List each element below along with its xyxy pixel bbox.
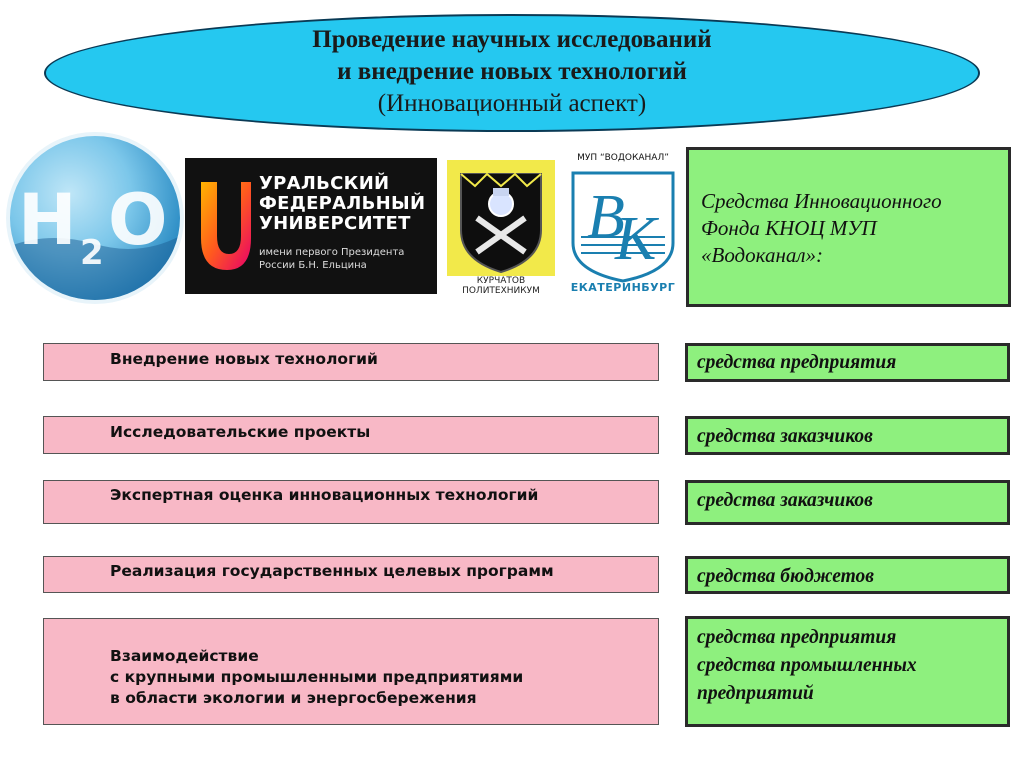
vodokanal-b-letter: B xyxy=(587,183,625,251)
activity-box: Взаимодействие с крупными промышленными … xyxy=(43,618,659,725)
h2o-o-letter: O xyxy=(108,179,168,261)
h2o-icon: H 2 O xyxy=(10,179,180,300)
h2o-2-digit: 2 xyxy=(80,233,104,273)
title-line-2: и внедрение новых технологий xyxy=(337,58,687,85)
funding-label-line: средства промышленных xyxy=(697,655,917,676)
urfu-sub-line-1: имени первого Президента xyxy=(259,247,405,258)
activity-label-line: с крупными промышленными предприятиями xyxy=(110,668,524,686)
activity-label: Экспертная оценка инновационных технолог… xyxy=(110,486,539,504)
funding-label: средства предприятия xyxy=(697,352,897,373)
funding-box: средства заказчиков xyxy=(685,480,1010,525)
fund-line-1: Средства Инновационного xyxy=(701,189,942,213)
vodokanal-k-letter: K xyxy=(614,205,660,273)
urfu-logo: УРАЛЬСКИЙ ФЕДЕРАЛЬНЫЙ УНИВЕРСИТЕТ имени … xyxy=(185,158,437,294)
urfu-name-line-3: УНИВЕРСИТЕТ xyxy=(259,213,411,234)
funding-label: средства заказчиков xyxy=(697,426,873,447)
funding-label: средства бюджетов xyxy=(697,566,874,587)
vodokanal-logo: МУП “ВОДОКАНАЛ” B K ЕКАТЕРИНБУРГ xyxy=(563,153,683,301)
title-line-1: Проведение научных исследований xyxy=(312,26,712,53)
innovation-fund-text: Средства Инновационного Фонда КНОЦ МУП «… xyxy=(701,188,1001,269)
fund-line-3: «Водоканал»: xyxy=(701,243,824,267)
vodokanal-emblem-icon: B K xyxy=(571,171,675,283)
funding-box: средства предприятия средства промышленн… xyxy=(685,616,1010,727)
funding-box: средства заказчиков xyxy=(685,416,1010,455)
funding-box: средства бюджетов xyxy=(685,556,1010,594)
funding-box: средства предприятия xyxy=(685,343,1010,382)
funding-label: средства предприятия средства промышленн… xyxy=(697,624,917,708)
activity-label: Внедрение новых технологий xyxy=(110,350,378,368)
title-line-3: (Инновационный аспект) xyxy=(377,90,647,117)
fund-line-2: Фонда КНОЦ МУП xyxy=(701,216,877,240)
title-ellipse xyxy=(44,14,980,132)
urfu-name-line-1: УРАЛЬСКИЙ xyxy=(259,173,390,194)
activity-label: Реализация государственных целевых прогр… xyxy=(110,562,554,580)
urfu-name-line-2: ФЕДЕРАЛЬНЫЙ xyxy=(259,193,426,214)
innovation-fund-box: Средства Инновационного Фонда КНОЦ МУП «… xyxy=(686,147,1011,307)
funding-label: средства заказчиков xyxy=(697,490,873,511)
activity-label-line: в области экологии и энергосбережения xyxy=(110,689,477,707)
activity-label-line: Взаимодействие xyxy=(110,647,259,665)
activity-label: Исследовательские проекты xyxy=(110,423,371,441)
funding-label-line: предприятий xyxy=(697,683,814,704)
urfu-sub-line-2: России Б.Н. Ельцина xyxy=(259,260,367,271)
vodokanal-caption-bottom: ЕКАТЕРИНБУРГ xyxy=(570,281,676,294)
vodokanal-caption-top: МУП “ВОДОКАНАЛ” xyxy=(577,153,669,163)
urfu-u-icon xyxy=(201,182,251,270)
title-block: Проведение научных исследований и внедре… xyxy=(44,24,980,120)
h2o-logo: H 2 O xyxy=(6,132,184,304)
activity-box: Экспертная оценка инновационных технолог… xyxy=(43,480,659,524)
activity-box: Исследовательские проекты xyxy=(43,416,659,454)
activity-box: Внедрение новых технологий xyxy=(43,343,659,381)
crest-caption: КУРЧАТОВ ПОЛИТЕХНИКУМ xyxy=(462,276,540,296)
activity-label: Взаимодействие с крупными промышленными … xyxy=(110,646,523,709)
h2o-h-letter: H xyxy=(18,179,77,261)
crest-logo: КУРЧАТОВ ПОЛИТЕХНИКУМ xyxy=(447,160,555,296)
activity-box: Реализация государственных целевых прогр… xyxy=(43,556,659,593)
funding-label-line: средства предприятия xyxy=(697,627,897,648)
coat-of-arms-icon xyxy=(447,160,555,276)
